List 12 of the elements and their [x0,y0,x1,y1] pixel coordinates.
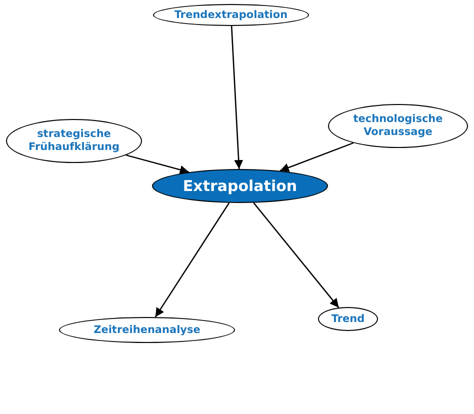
node-label: Extrapolation [182,177,298,195]
node-label: Trendextrapolation [174,8,288,22]
arrow [126,154,190,174]
node-label: technologische Voraussage [352,113,444,139]
topic-ellipse [318,307,378,331]
arrow [280,142,354,172]
node-label: Trend [331,312,365,326]
arrow [154,202,230,318]
node-label: Zeitreihenanalyse [94,324,200,336]
node-label: strategische Frühaufklärung [27,128,121,154]
arrow [253,202,340,308]
arrow [230,26,244,170]
